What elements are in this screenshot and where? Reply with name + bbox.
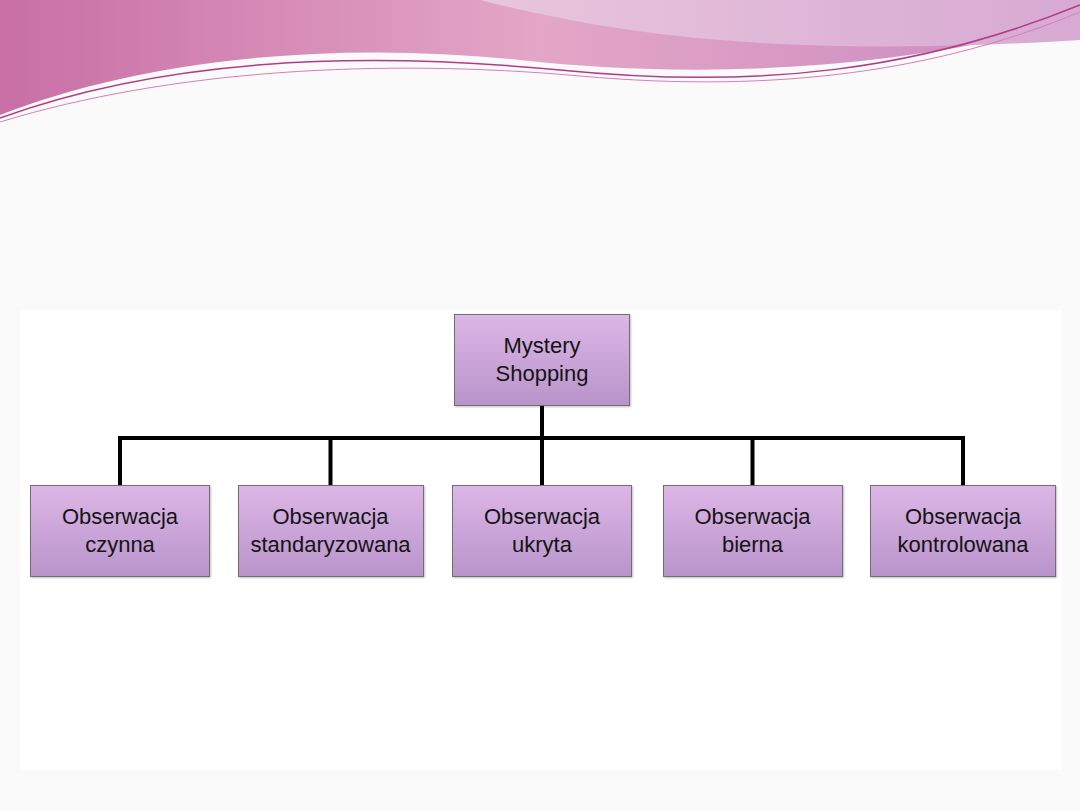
top-wave [0,0,1080,115]
tree-connector [542,406,753,485]
child-box: Obserwacja bierna [663,485,843,577]
child-box: Obserwacja ukryta [452,485,632,577]
wave-line [0,12,1080,122]
tree-connector [120,406,542,485]
child-box: Obserwacja kontrolowana [870,485,1056,577]
box-label: Obserwacja czynna [38,503,202,559]
tree-connector [542,406,963,485]
box-label: Obserwacja bierna [671,503,835,559]
box-label: Obserwacja standaryzowana [246,503,416,559]
top-wave-light [480,0,1080,46]
box-label: Obserwacja kontrolowana [878,503,1048,559]
child-box: Obserwacja czynna [30,485,210,577]
box-label: Mystery Shopping [477,332,607,388]
child-box: Obserwacja standaryzowana [238,485,424,577]
box-label: Obserwacja ukryta [460,503,624,559]
root-box: Mystery Shopping [454,314,630,406]
tree-connector [331,406,543,485]
